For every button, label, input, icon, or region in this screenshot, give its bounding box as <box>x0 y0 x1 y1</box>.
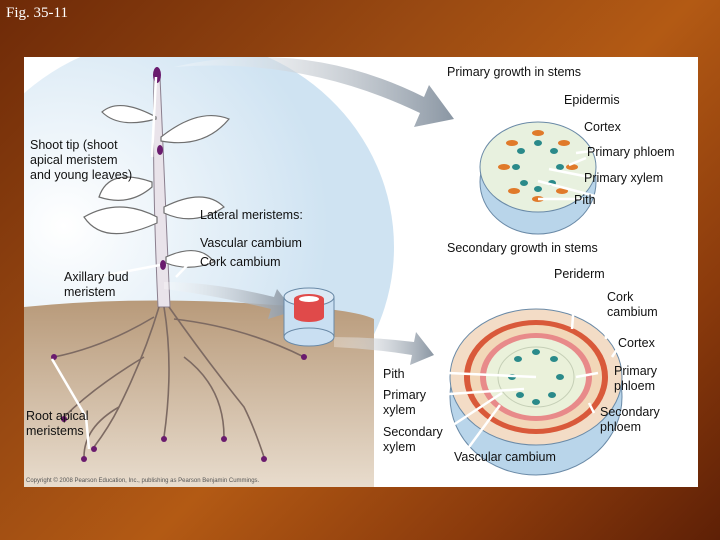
label-pith-bottom: Pith <box>383 367 405 381</box>
label-primary-xylem-bottom-line1: Primary <box>383 388 427 402</box>
label-primary-phloem-bottom-line1: Primary <box>614 364 658 378</box>
label-shoot-tip-line2: apical meristem <box>30 153 118 167</box>
label-primary-growth: Primary growth in stems <box>447 65 582 79</box>
label-cortex-top: Cortex <box>584 120 621 134</box>
root-tips <box>51 354 307 462</box>
soil <box>24 300 374 487</box>
arrow-primary <box>174 57 454 127</box>
label-secondary-phloem-line2: phloem <box>600 420 641 434</box>
label-cork-cambium-right: Cork cambium <box>607 290 658 320</box>
label-secondary-phloem: Secondary phloem <box>600 405 660 435</box>
primary-stem-section <box>479 121 597 235</box>
label-axillary-bud-line2: meristem <box>64 285 116 299</box>
leader-lines-left <box>50 76 200 450</box>
label-axillary-bud: Axillary bud meristem <box>64 270 129 300</box>
label-root-apical: Root apical meristems <box>26 409 89 439</box>
label-cork-cambium-right-line2: cambium <box>607 305 658 319</box>
label-vascular-cambium-bottom: Vascular cambium <box>454 450 556 464</box>
copyright-notice: Copyright © 2008 Pearson Education, Inc.… <box>26 478 260 484</box>
label-shoot-tip: Shoot tip (shoot apical meristem and you… <box>30 138 132 183</box>
label-periderm: Periderm <box>554 267 605 281</box>
slide-title: Fig. 35-11 <box>6 5 68 21</box>
label-cork-cambium-left: Cork cambium <box>200 255 281 269</box>
label-secondary-xylem-line2: xylem <box>383 440 416 454</box>
label-shoot-tip-line1: Shoot tip (shoot <box>30 138 118 152</box>
label-secondary-growth: Secondary growth in stems <box>447 241 598 255</box>
label-primary-xylem-bottom-line2: xylem <box>383 403 416 417</box>
label-lateral-meristems: Lateral meristems: <box>200 208 303 222</box>
label-root-apical-line1: Root apical <box>26 409 89 423</box>
roots <box>53 306 305 458</box>
diagram-artwork <box>24 57 626 487</box>
label-root-apical-line2: meristems <box>26 424 84 438</box>
label-epidermis: Epidermis <box>564 93 620 107</box>
label-primary-phloem-bottom: Primary phloem <box>614 364 657 394</box>
leader-lines-right <box>403 147 626 448</box>
label-vascular-cambium-left: Vascular cambium <box>200 236 302 250</box>
label-primary-xylem-bottom: Primary xylem <box>383 388 426 418</box>
label-primary-phloem-bottom-line2: phloem <box>614 379 655 393</box>
diagram-panel: Primary growth in stems Epidermis Cortex… <box>24 57 698 487</box>
leaves <box>83 105 230 268</box>
arrow-secondary <box>334 332 434 365</box>
label-pith-top: Pith <box>574 193 596 207</box>
label-cork-cambium-right-line1: Cork <box>607 290 634 304</box>
label-primary-xylem-top: Primary xylem <box>584 171 664 185</box>
label-secondary-xylem: Secondary xylem <box>383 425 443 455</box>
label-secondary-xylem-line1: Secondary <box>383 425 443 439</box>
label-axillary-bud-line1: Axillary bud <box>64 270 129 284</box>
label-primary-phloem-top: Primary phloem <box>587 145 675 159</box>
arrow-to-cylinder <box>164 282 294 319</box>
cylinder-icon <box>283 287 335 347</box>
label-shoot-tip-line3: and young leaves) <box>30 168 133 182</box>
label-secondary-phloem-line1: Secondary <box>600 405 660 419</box>
label-cortex-bottom: Cortex <box>618 336 655 350</box>
